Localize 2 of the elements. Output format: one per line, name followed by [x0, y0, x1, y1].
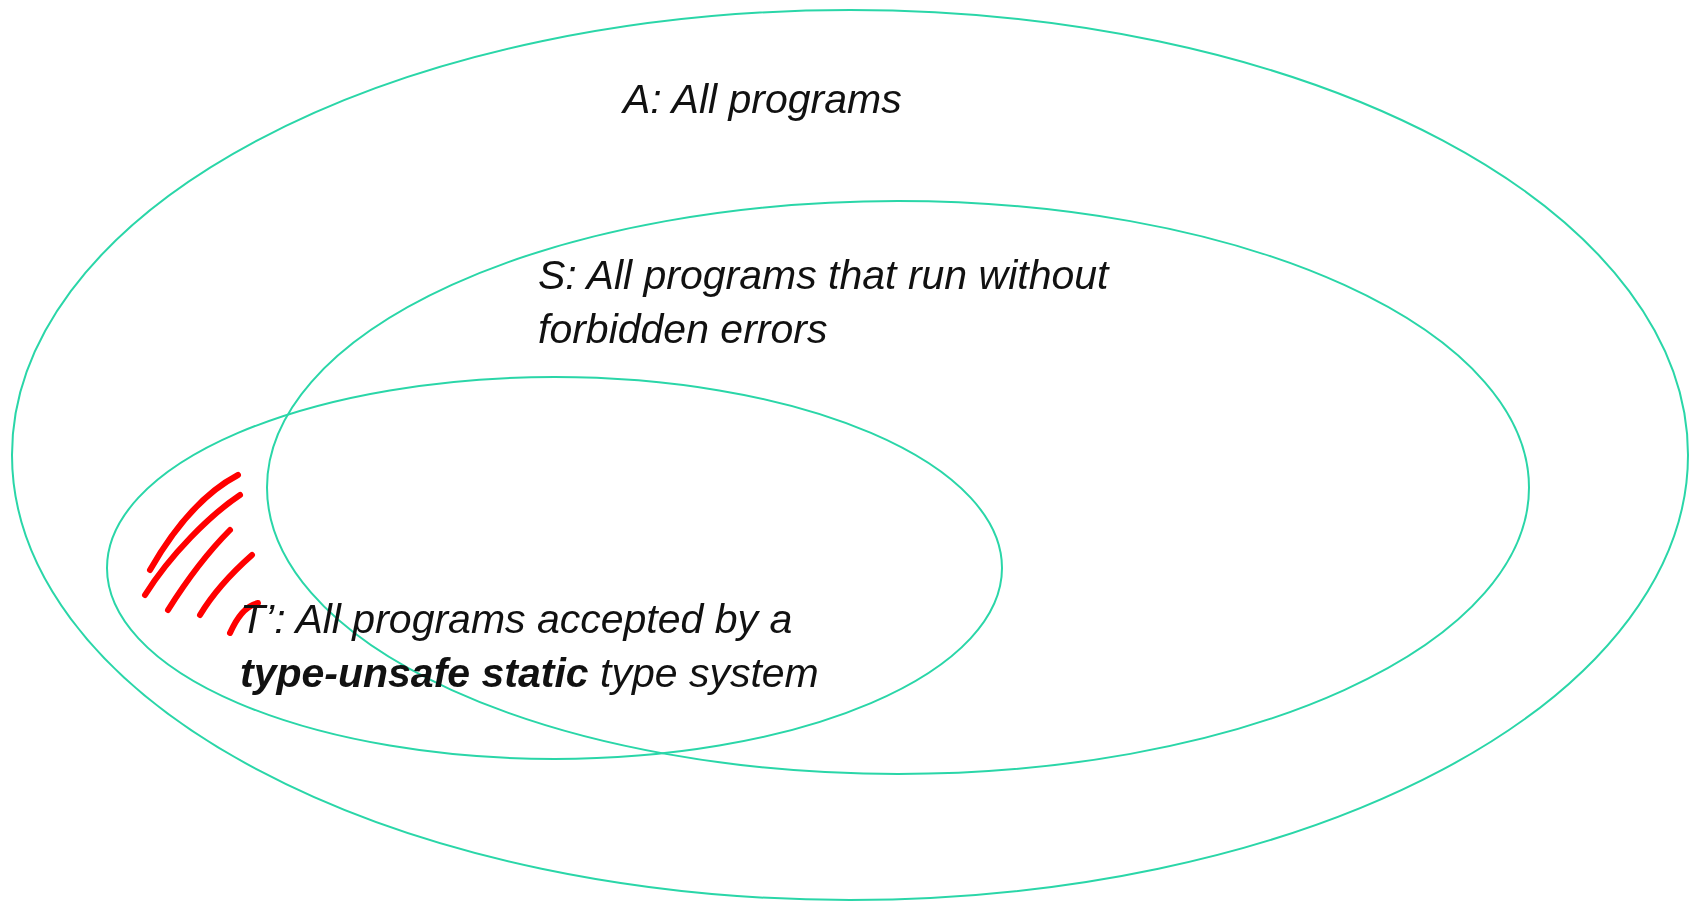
set-label: A: All programs [623, 75, 903, 124]
set-label: S: All programs that run without forbidden errors [538, 251, 1111, 354]
